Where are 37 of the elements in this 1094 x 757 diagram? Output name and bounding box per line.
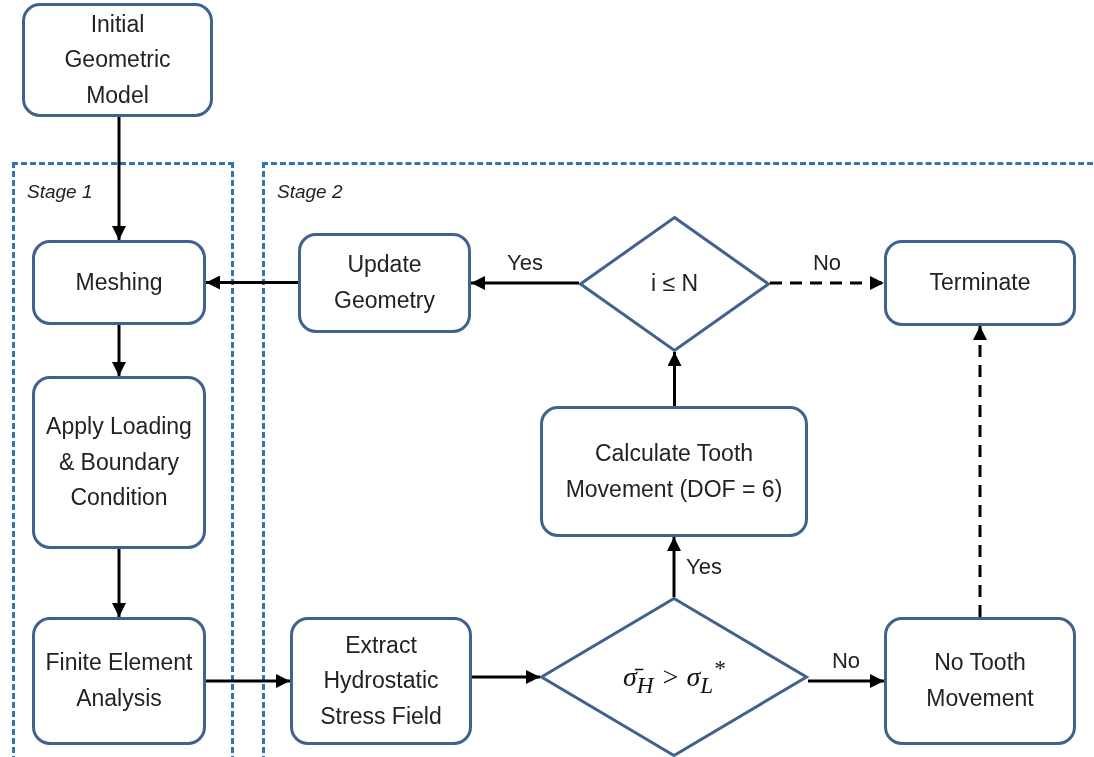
process-box [32, 376, 206, 549]
node-text: Calculate Tooth Movement (DOF = 6) [564, 438, 784, 504]
arrow [112, 325, 126, 376]
arrow [112, 549, 126, 617]
node-text: Finite Element Analysis [45, 648, 193, 713]
node-text: Initial Geometric Model [63, 9, 172, 110]
process-box [540, 406, 808, 537]
stage-label: Stage 2 [277, 181, 343, 203]
process-box [290, 617, 472, 745]
process-box [884, 240, 1076, 326]
node-text: Update Geometry [333, 250, 436, 315]
arrow [770, 276, 884, 290]
arrow [112, 117, 126, 240]
arrow [808, 674, 884, 688]
stage-label: Stage 1 [27, 181, 93, 203]
node-text: Terminate [929, 268, 1031, 298]
arrow [667, 537, 681, 597]
arrow [206, 674, 290, 688]
arrow [667, 352, 682, 406]
stage-region [262, 162, 1094, 757]
stage-region [12, 162, 234, 757]
process-box [884, 617, 1076, 745]
process-box [22, 3, 213, 117]
process-box [32, 617, 206, 745]
arrow [206, 275, 298, 290]
process-box [298, 233, 471, 333]
decision-diamond [540, 597, 808, 757]
arrow [472, 670, 540, 684]
node-text: i ≤ N [650, 269, 699, 299]
node-text: Apply Loading & Boundary Condition [45, 412, 193, 513]
node-text: Meshing [75, 267, 163, 297]
decision-diamond [579, 216, 770, 352]
arrow [973, 326, 987, 617]
process-box [32, 240, 206, 325]
node-text: Extract Hydrostatic Stress Field [319, 630, 443, 731]
node-text: No Tooth Movement [925, 648, 1035, 713]
arrow [471, 276, 579, 290]
